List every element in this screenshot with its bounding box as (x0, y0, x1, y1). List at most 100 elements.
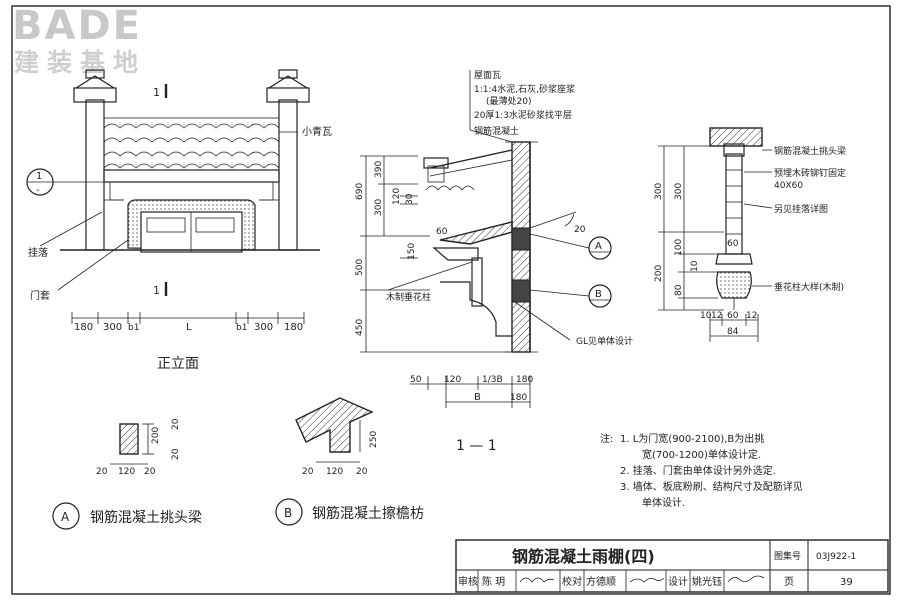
label-small-tile: 小青瓦 (302, 125, 332, 138)
post-dim-300-inner: 300 (674, 183, 684, 200)
post-label-4: 另见挂落详图 (774, 203, 828, 215)
designer-signature (727, 575, 765, 583)
logo-subtitle: 建装基地 (14, 48, 147, 77)
section-note-2: 1:1:4水泥,石灰,砂浆座浆 (474, 83, 575, 95)
logo-brand: BADE (12, 3, 142, 49)
detail-b-letter: B (284, 506, 292, 520)
reviewer-signature (519, 577, 555, 583)
titleblock-title: 钢筋混凝土雨棚(四) (512, 547, 655, 566)
front-dim-4: L (186, 322, 192, 333)
post-detail: 钢筋混凝土挑头梁 预埋木砖铆钉固定 40X60 另见挂落详图 垂花柱大样(木制)… (654, 127, 846, 342)
detail-a-dim-bottom-20b: 20 (144, 467, 156, 477)
section-note-1: 屋面瓦 (474, 70, 501, 81)
front-dim-7: 180 (284, 322, 303, 333)
label-door-cover: 门套 (30, 289, 50, 302)
note-line-2: 宽(700-1200)单体设计定. (642, 448, 761, 461)
section-dim-b: B (474, 392, 481, 403)
section-note-5: 钢筋混凝土 (474, 125, 519, 137)
post-dim-bottom-84: 84 (727, 327, 739, 337)
detail-b: 250 20 120 20 B 钢筋混凝土擦檐枋 (275, 397, 424, 526)
angle-label: 20 (574, 225, 586, 235)
section-dim-30: 30 (405, 193, 415, 205)
checker-signature (629, 577, 665, 583)
titleblock-design-label: 设计 (668, 575, 688, 588)
titleblock-designer: 姚光钰 (692, 575, 722, 588)
detail-a-dim-20-bottom: 20 (171, 448, 181, 460)
detail-a-dim-20-top: 20 (171, 418, 181, 430)
label-gl: GL见单体设计 (576, 335, 633, 347)
section-dim-390: 390 (374, 161, 384, 178)
titleblock-atlas-label: 图集号 (774, 550, 801, 562)
detail-a-dim-bottom-120: 120 (118, 467, 135, 477)
section-dim-690: 690 (355, 183, 365, 200)
section-dim-60: 60 (436, 227, 448, 237)
detail-b-title: 钢筋混凝土擦檐枋 (312, 505, 424, 522)
section-dim-120: 120 (392, 188, 402, 205)
note-line-1: 1. L为门宽(900-2100),B为出挑 (620, 432, 764, 445)
post-dim-10-upper: 10 (690, 260, 700, 272)
post-label-3: 40X60 (774, 181, 803, 191)
titleblock-check-label: 校对 (562, 575, 582, 588)
notes: 注: 1. L为门宽(900-2100),B为出挑 宽(700-1200)单体设… (600, 432, 803, 509)
front-dim-1: 180 (74, 322, 93, 333)
detail-a-dim-bottom-20a: 20 (96, 467, 108, 477)
section-mark-top: 1 (153, 86, 160, 99)
post-dim-60: 60 (727, 239, 739, 249)
section-dim-150: 150 (407, 243, 417, 260)
section-title: 1 — 1 (456, 438, 497, 454)
section-note-4: 20厚1:3水泥砂浆找平层 (474, 109, 572, 121)
post-dim-bottom-12a: 12 (711, 311, 722, 321)
section-dim-500: 500 (355, 259, 365, 276)
post-dim-300-outer: 300 (654, 183, 664, 200)
post-dim-200: 200 (654, 265, 664, 282)
note-line-5: 单体设计. (642, 496, 685, 509)
section-1-1: 20 A B 屋面瓦 1:1:4水泥,石灰,砂浆座浆 (最薄处20) 20厚1:… (355, 70, 633, 454)
detail-b-dim-bottom-20a: 20 (302, 467, 314, 477)
label-hanging: 挂落 (28, 246, 48, 259)
logo: BADE 建装基地 (6, 4, 176, 82)
post-dim-bottom-60: 60 (727, 311, 739, 321)
note-line-3: 2. 挂落、门套由单体设计另外选定. (620, 464, 776, 477)
detail-a-dim-200: 200 (151, 427, 161, 444)
detail-b-dim-bottom-20b: 20 (356, 467, 368, 477)
section-dim-300: 300 (374, 199, 384, 216)
roof-tiles (103, 117, 280, 171)
titleblock-page-label: 页 (784, 576, 794, 588)
post-label-1: 钢筋混凝土挑头梁 (774, 145, 846, 157)
section-dim-bottom-120: 120 (444, 375, 461, 385)
section-mark-bottom: 1 (153, 284, 160, 297)
detail-a-letter: A (61, 510, 70, 524)
post-dim-10-lower: 10 (700, 311, 712, 321)
section-dim-bottom-1-3b: 1/3B (482, 375, 503, 385)
note-line-4: 3. 墙体、板底粉刷、结构尺寸及配筋详见 (620, 480, 803, 493)
section-note-3: (最薄处20) (486, 95, 531, 107)
detail-a: 200 20 20 20 120 20 A 钢筋混凝土挑头梁 (52, 418, 202, 530)
post-dim-100: 100 (674, 239, 684, 256)
front-dim-5: b1 (236, 323, 247, 333)
notes-prefix: 注: (600, 432, 613, 445)
section-dim-bottom-180: 180 (516, 375, 533, 385)
titleblock-atlas-no: 03J922-1 (816, 552, 856, 562)
titleblock-page-no: 39 (840, 577, 853, 588)
post-label-5: 垂花柱大样(木制) (774, 281, 844, 293)
front-elevation-title: 正立面 (157, 356, 199, 372)
titleblock-review-label: 审核 (458, 575, 478, 588)
front-dim-6: 300 (254, 322, 273, 333)
post-dim-bottom-12b: 12 (746, 311, 757, 321)
title-block: 钢筋混凝土雨棚(四) 图集号 03J922-1 审核 陈 玥 校对 方德顺 设计… (455, 539, 889, 593)
section-dim-b-180: 180 (510, 393, 527, 403)
post-dim-80: 80 (674, 284, 684, 296)
callout-number: 1 (36, 171, 42, 182)
titleblock-checker: 方德顺 (586, 575, 616, 588)
door-cover (127, 199, 256, 253)
detail-a-title: 钢筋混凝土挑头梁 (90, 509, 202, 526)
label-wood-post: 木制垂花柱 (386, 291, 431, 303)
sheet-border (11, 5, 891, 595)
section-dim-450: 450 (355, 319, 365, 336)
front-dim-3: b1 (128, 323, 139, 333)
section-dim-bottom-50: 50 (410, 375, 422, 385)
titleblock-reviewer: 陈 玥 (482, 575, 505, 588)
section-callout-b-letter: B (595, 289, 602, 300)
detail-b-dim-bottom-120: 120 (326, 467, 343, 477)
